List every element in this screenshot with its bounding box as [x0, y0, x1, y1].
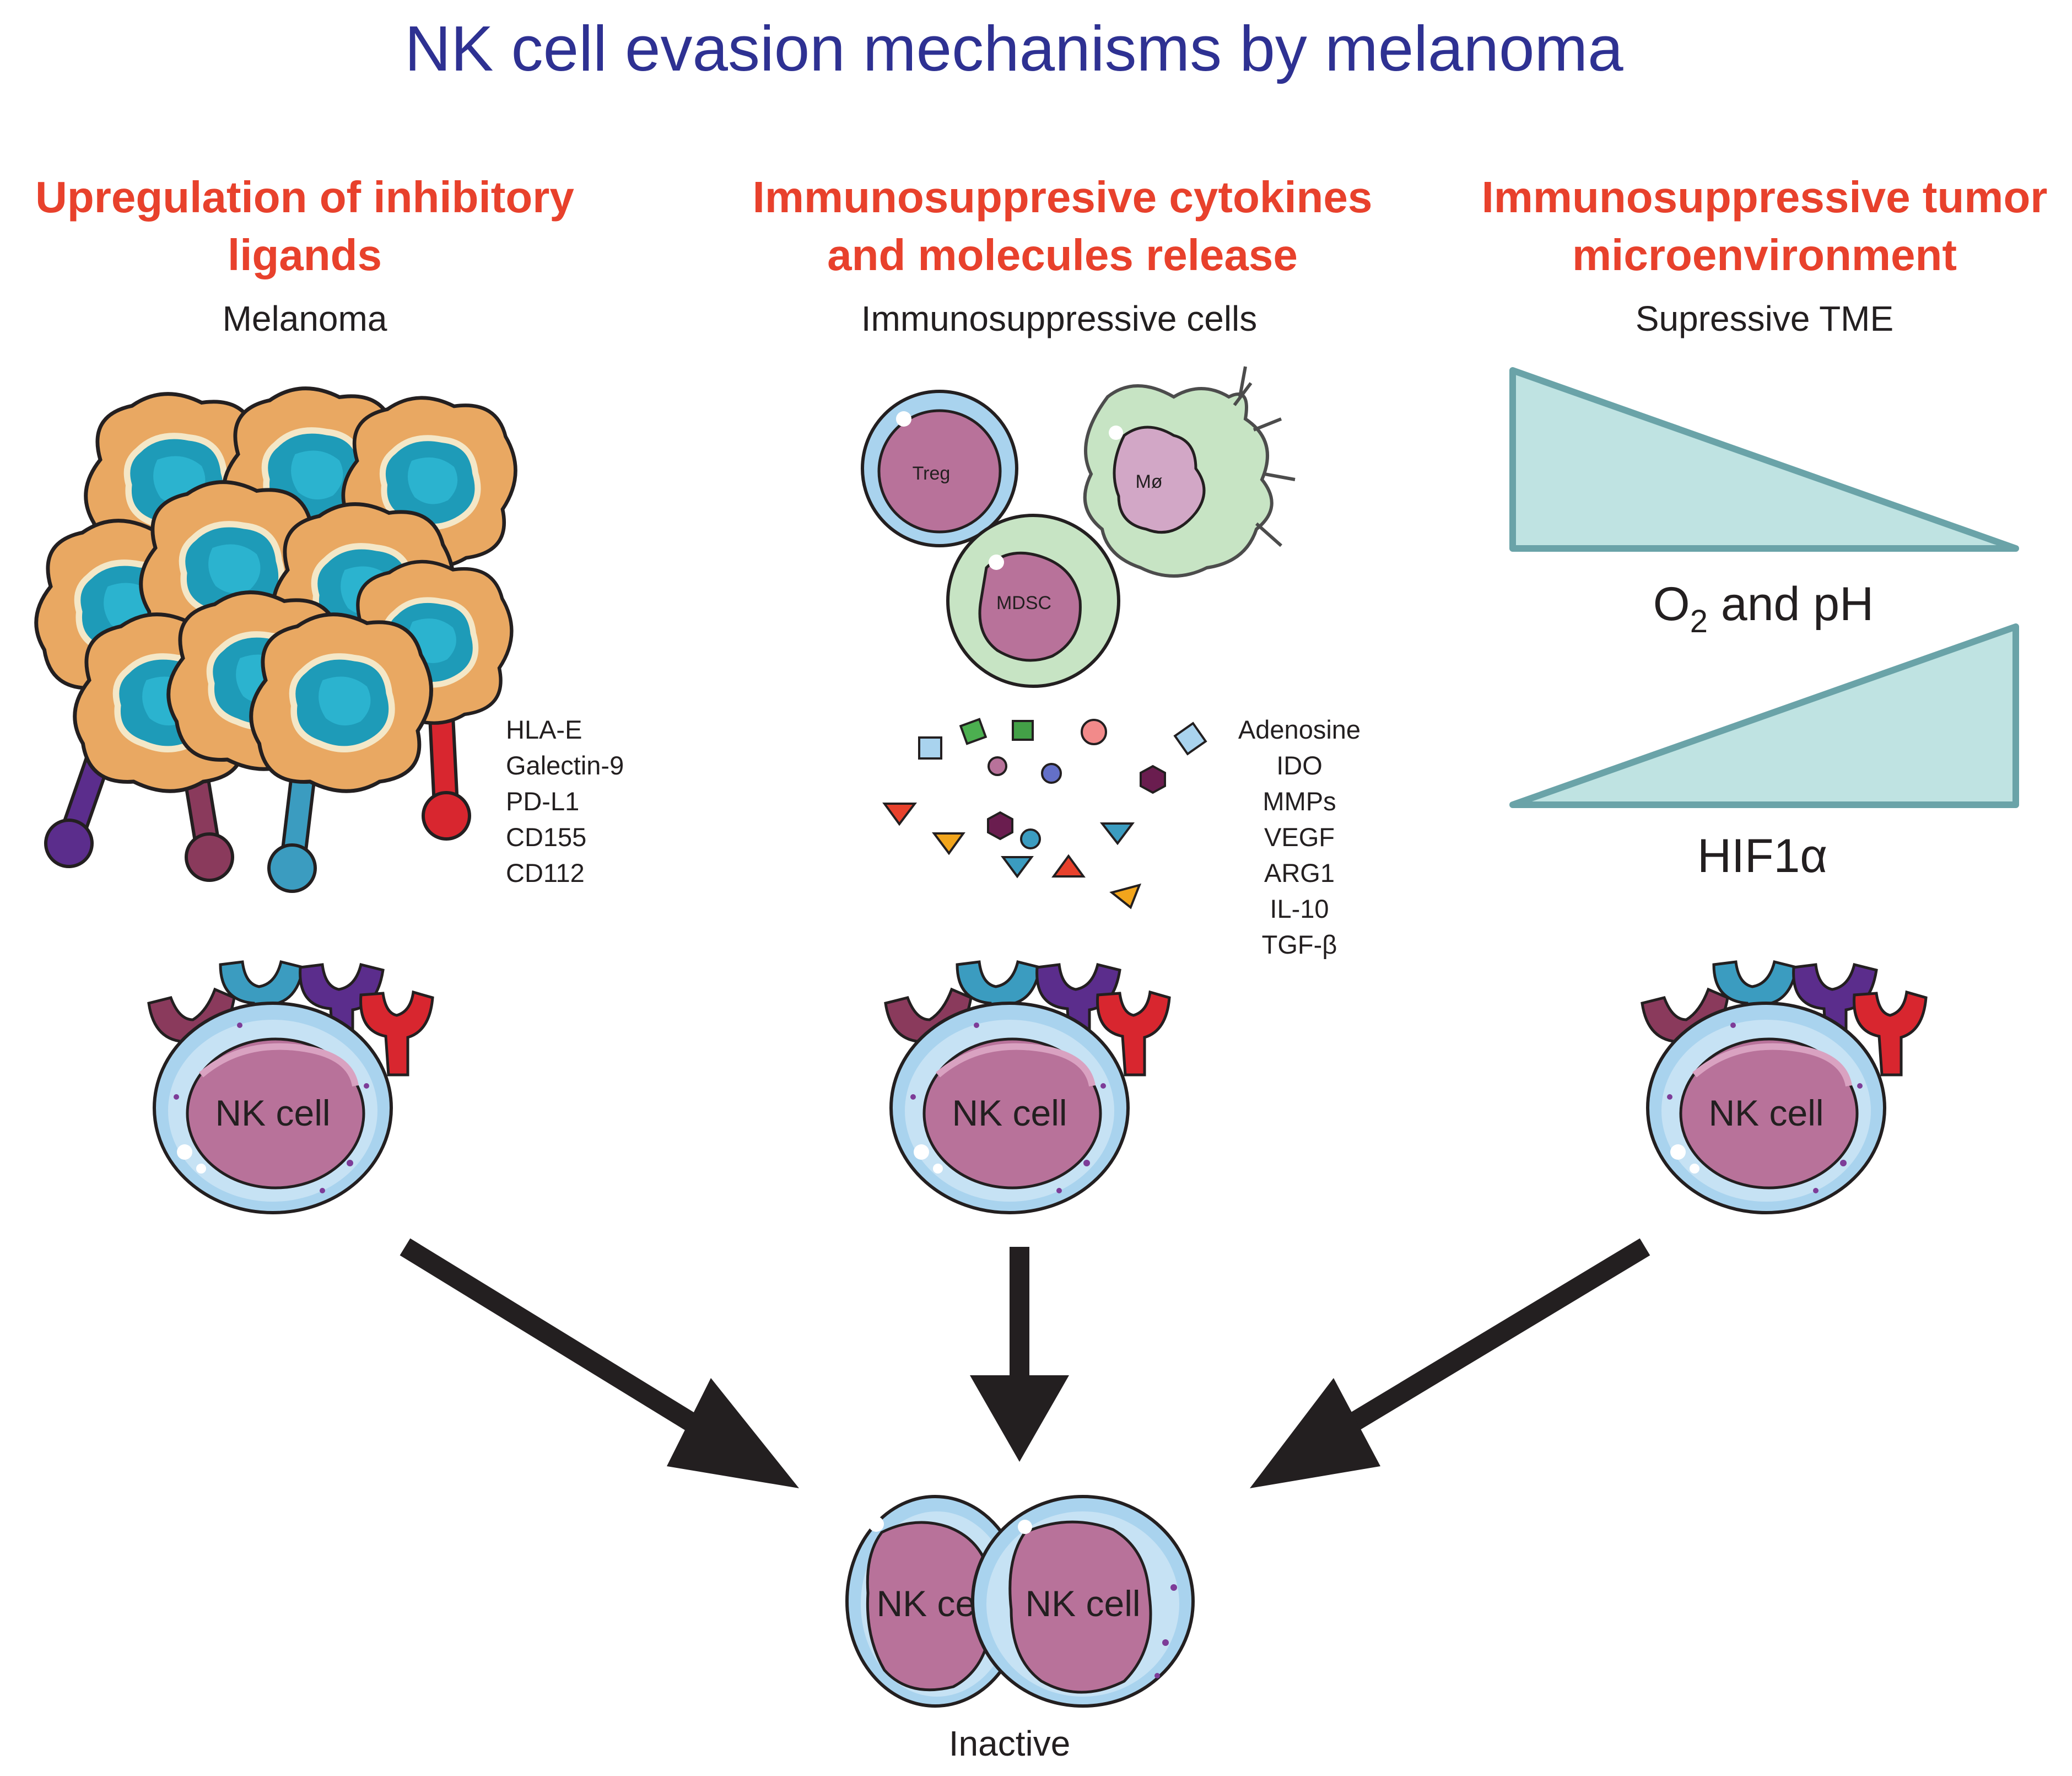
heading-line-1: Immunosuppressive tumor	[1482, 173, 2048, 222]
arrow-right	[1339, 1238, 1650, 1436]
molecule-labels: Adenosine IDO MMPs VEGF ARG1 IL-10 TGF-β	[1238, 715, 1361, 959]
column-subtitle: Supressive TME	[1636, 299, 1893, 338]
arrow-right-head	[1250, 1378, 1380, 1488]
page-title: NK cell evasion mechanisms by melanoma	[404, 13, 1623, 84]
nk-cell-label: NK cell	[1708, 1092, 1823, 1133]
cell-label: MDSC	[996, 593, 1051, 613]
nk-cell: NK cell	[1642, 962, 1926, 1213]
column-inhibitory-ligands: Upregulation of inhibitory ligands Melan…	[35, 173, 624, 1213]
arrow-center-head	[970, 1375, 1069, 1462]
molecule-label: IL-10	[1270, 894, 1329, 923]
outcome-label: Inactive	[949, 1724, 1071, 1763]
heading-line-2: ligands	[228, 230, 382, 279]
nk-cell: NK cell	[886, 962, 1169, 1213]
column-subtitle: Immunosuppressive cells	[861, 299, 1258, 338]
ligand-label: Galectin-9	[506, 751, 624, 780]
secreted-molecules	[882, 718, 1207, 909]
convergence-arrows	[400, 1238, 1650, 1488]
ligand-label: HLA-E	[506, 715, 582, 744]
gradient-label-hif1a: HIF1α	[1697, 830, 1827, 882]
molecule-label: VEGF	[1264, 822, 1335, 852]
molecule-label: ARG1	[1264, 858, 1335, 887]
nk-cell-label: NK cell	[215, 1092, 330, 1133]
ligand-label: CD112	[506, 858, 585, 887]
increasing-gradient-wedge	[1509, 623, 2019, 808]
ligand-label: CD155	[506, 822, 586, 852]
molecule-label: MMPs	[1262, 787, 1336, 816]
ligand-label: PD-L1	[506, 787, 579, 816]
inactive-nk-cell-right: NK cell	[971, 1495, 1195, 1708]
column-subtitle: Melanoma	[223, 299, 387, 338]
cell-label: Treg	[913, 463, 951, 484]
molecule-label: TGF-β	[1262, 930, 1337, 959]
inactive-nk-cells: NK cell NK cell Inactive	[845, 1495, 1195, 1763]
heading-line-2: and molecules release	[827, 230, 1298, 279]
arrow-left	[400, 1238, 705, 1436]
heading-line-2: microenvironment	[1572, 230, 1957, 279]
nk-cell: NK cell	[149, 962, 433, 1213]
arrow-left-head	[667, 1378, 799, 1488]
gradient-label-o2-ph: O2 and pH	[1653, 578, 1874, 639]
nk-cell-label: NK cell	[1025, 1583, 1140, 1624]
inactive-nk-cell-left: NK cell	[845, 1495, 1025, 1708]
cell-label: Mø	[1135, 471, 1162, 492]
column-cytokine-release: Immunosuppresive cytokines and molecules…	[753, 173, 1373, 1213]
column-suppressive-tme: Immunosuppressive tumor microenvironment…	[1482, 173, 2048, 1213]
treg-cell: Treg	[861, 390, 1018, 547]
heading-line-1: Immunosuppresive cytokines	[753, 173, 1373, 222]
heading-line-1: Upregulation of inhibitory	[35, 173, 574, 222]
nk-cell-label: NK cell	[952, 1092, 1067, 1133]
decreasing-gradient-wedge	[1509, 367, 2019, 552]
molecule-label: IDO	[1276, 751, 1323, 780]
macrophage-cell: Mø	[1083, 366, 1296, 578]
mdsc-cell: MDSC	[946, 514, 1120, 688]
ligand-labels: HLA-E Galectin-9 PD-L1 CD155 CD112	[506, 715, 624, 887]
molecule-label: Adenosine	[1238, 715, 1361, 744]
